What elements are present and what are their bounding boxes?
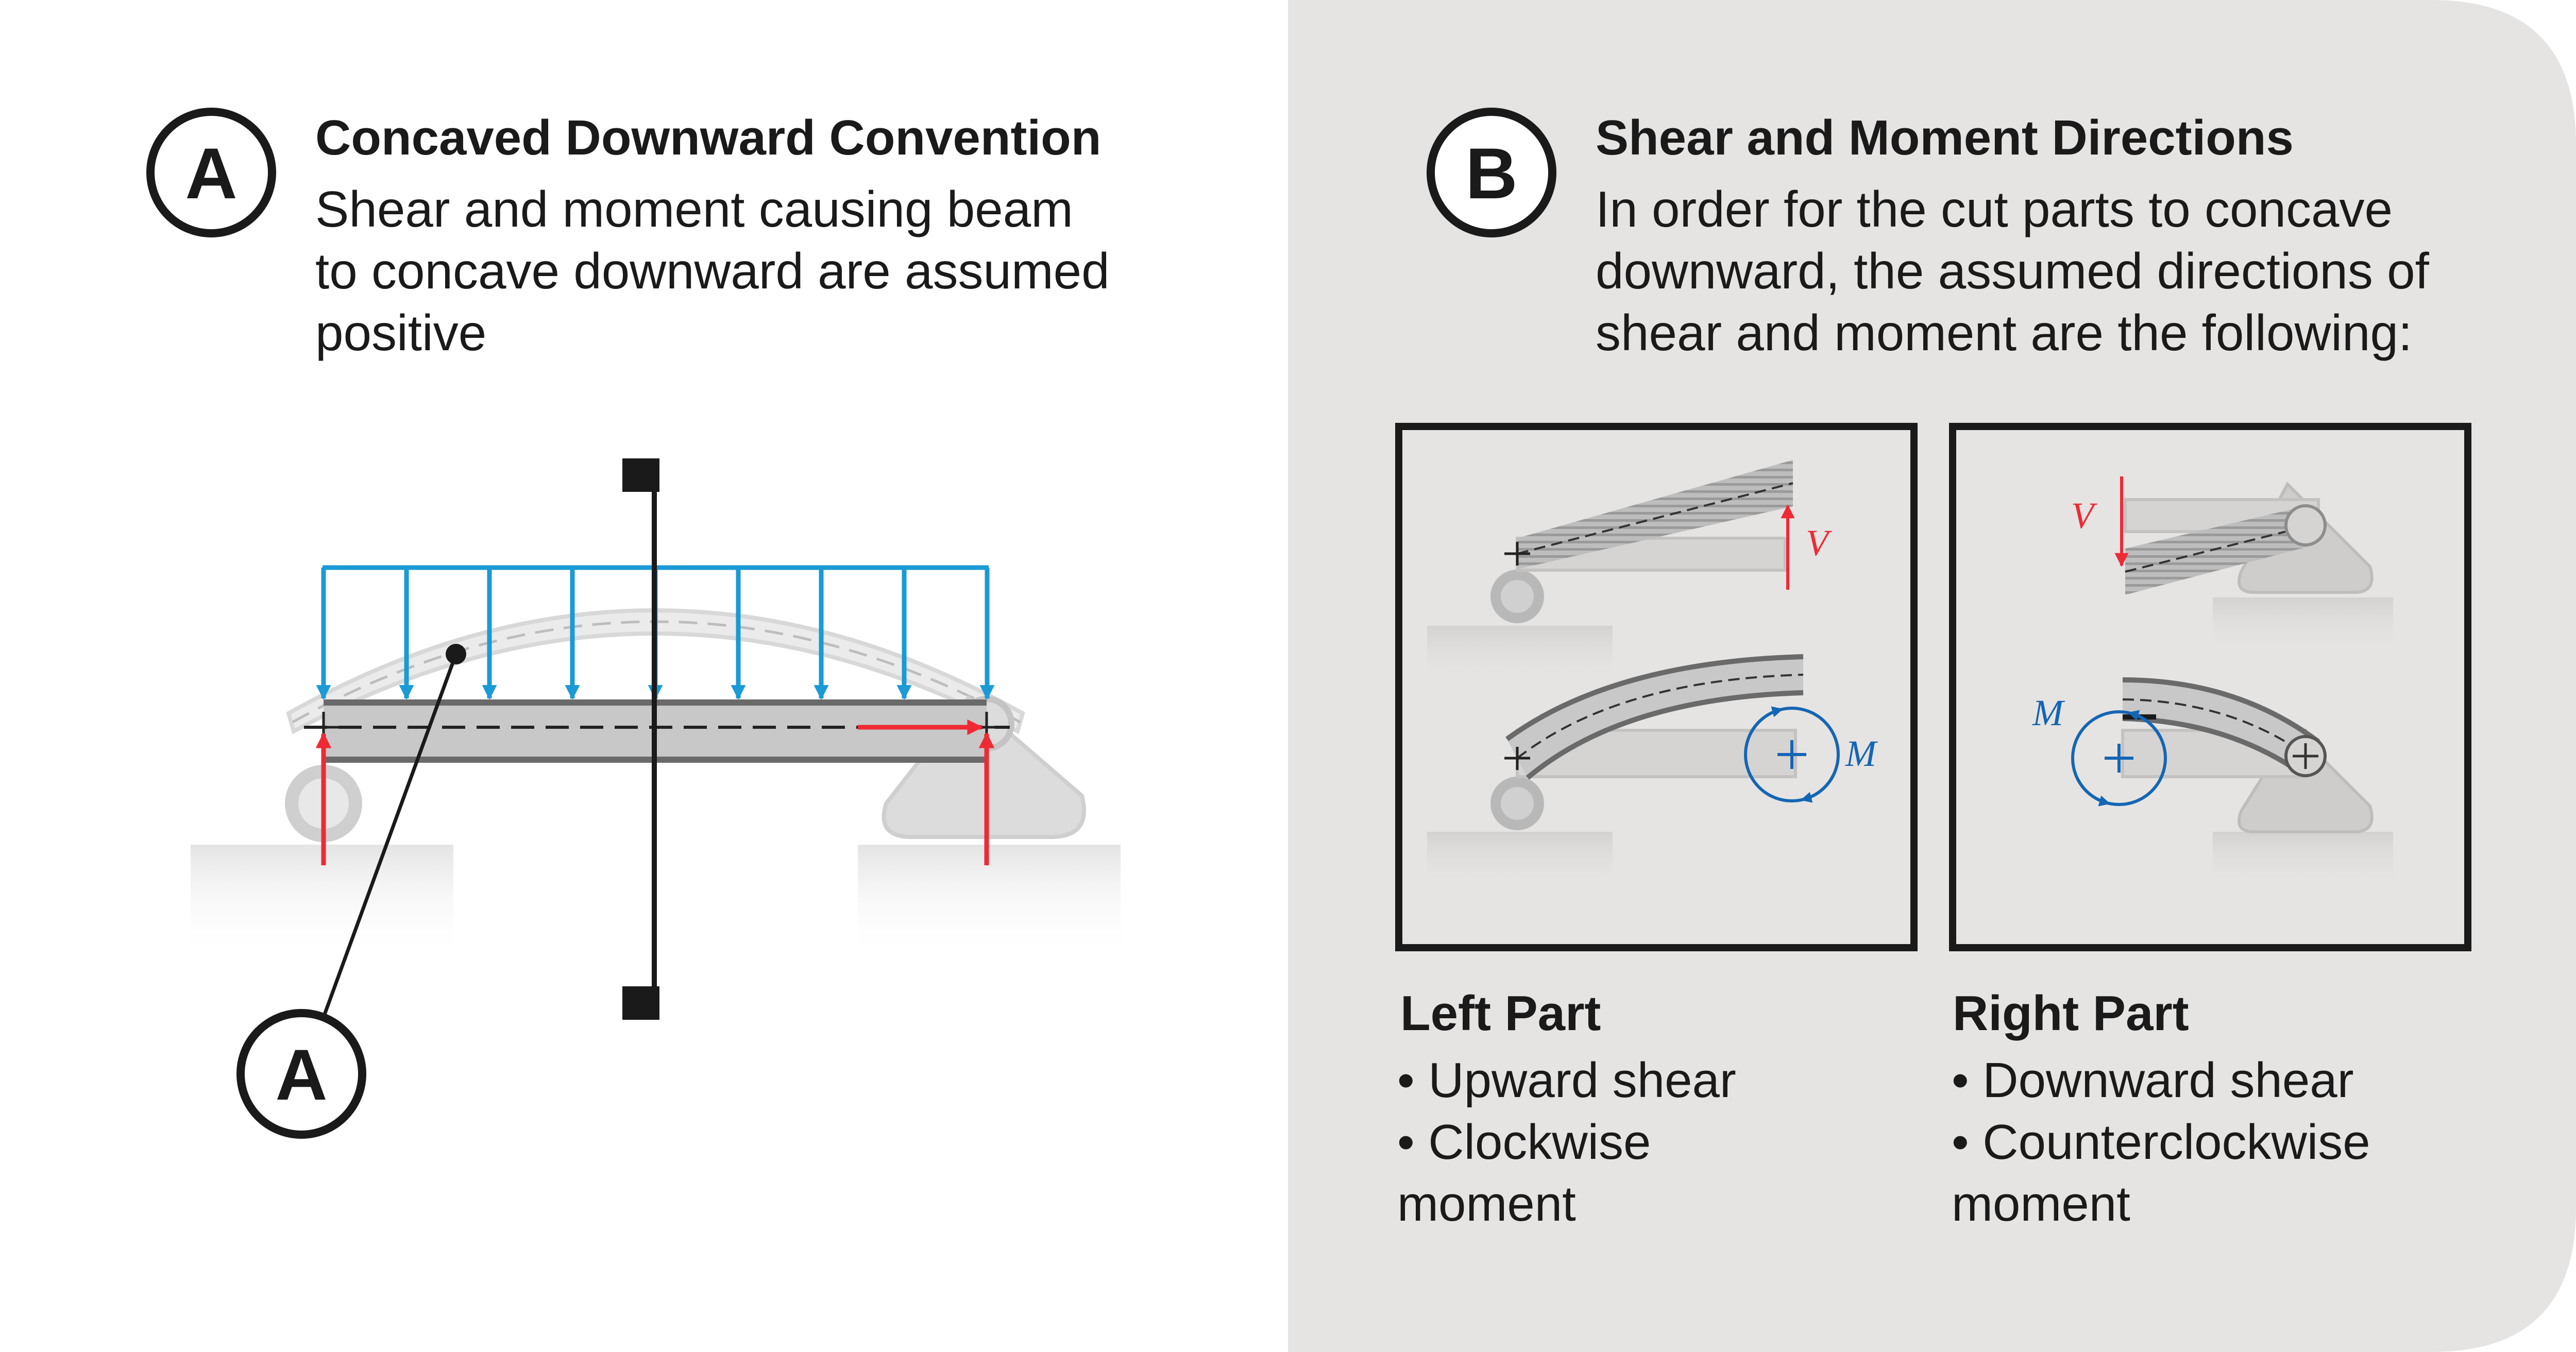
right-part-title: Right Part xyxy=(1953,986,2189,1041)
section-a-text-line-2: to concave downward are assumed xyxy=(315,243,1110,299)
left-part-beam-centerline xyxy=(1516,674,1804,759)
cutting-plane-top-marker xyxy=(622,458,659,492)
left-part-moment-label: M xyxy=(1845,733,1878,774)
callout-badge xyxy=(236,1009,366,1139)
right-part-ground-top xyxy=(2213,597,2393,654)
left-part-beam-deflected-bottom xyxy=(1507,657,1803,778)
left-part-bullet-3: moment xyxy=(1397,1176,1576,1231)
left-part-moment-plus xyxy=(1777,740,1806,769)
right-part-beam-deflected-bottom xyxy=(2123,680,2318,773)
left-part-moment-arrow-bottom xyxy=(1800,775,1835,803)
right-part-pin-top xyxy=(2284,504,2327,546)
right-part-moment-circle xyxy=(2071,710,2167,806)
section-b-badge-letter: B xyxy=(1465,133,1517,214)
section-a-text-line-1: Shear and moment causing beam xyxy=(315,181,1073,237)
right-part-moment-plus xyxy=(2105,744,2133,773)
deflected-beam-shape xyxy=(286,608,1025,734)
section-a-text-line-3: positive xyxy=(315,304,486,361)
section-b-text-line-2: downward, the assumed directions of xyxy=(1596,243,2430,299)
section-a-beam-figure: A xyxy=(191,458,1121,1139)
left-part-roller-top xyxy=(1490,570,1544,623)
left-part-beam-deflected-top xyxy=(1517,460,1793,569)
cutting-plane-bottom-marker xyxy=(622,986,659,1020)
left-part-roller-bottom xyxy=(1490,777,1544,830)
section-b-text-line-1: In order for the cut parts to concave xyxy=(1596,181,2393,237)
left-part-bullet-1: • Upward shear xyxy=(1397,1053,1736,1108)
right-part-pin-support-bottom xyxy=(2238,726,2374,833)
section-a-badge xyxy=(146,108,276,237)
right-part-centerline-top xyxy=(2125,524,2311,573)
left-part-ground-top xyxy=(1427,626,1613,682)
right-part-beam-bottom-edge xyxy=(2122,716,2302,775)
callout-badge-letter: A xyxy=(275,1034,327,1115)
section-a-badge-letter: A xyxy=(185,133,237,214)
section-b-panel xyxy=(1288,0,2576,1352)
right-ground xyxy=(858,845,1121,958)
left-part-beam-bottom-edge xyxy=(1526,690,1804,780)
right-part-beam-top-edge xyxy=(2122,677,2320,744)
right-pin-support xyxy=(882,695,1086,839)
left-part-centerline-top xyxy=(1517,482,1793,555)
section-b-badge xyxy=(1427,108,1556,237)
right-part-moment-arrow-top xyxy=(2127,710,2162,738)
right-part-moment-label: M xyxy=(2032,692,2065,733)
left-part-bullet-2: • Clockwise xyxy=(1397,1115,1651,1170)
left-part-ground-bottom xyxy=(1427,832,1613,888)
right-part-bullet-1: • Downward shear xyxy=(1952,1053,2354,1108)
right-part-beam-deflected-top xyxy=(2125,505,2311,595)
left-part-moment-circle xyxy=(1744,707,1840,802)
right-part-pin-cross xyxy=(2293,743,2318,769)
section-b-text-line-3: shear and moment are the following: xyxy=(1596,304,2412,361)
left-part-beam-top-edge xyxy=(1505,654,1804,742)
right-part-moment-arrow-bottom xyxy=(2076,778,2111,807)
left-part-end-marker-top xyxy=(1504,542,1530,566)
callout-leader-line xyxy=(321,653,458,1018)
left-part-title: Left Part xyxy=(1400,986,1601,1041)
callout-leader-dot xyxy=(446,644,466,664)
left-part-box: V M xyxy=(1395,423,1918,951)
left-part-end-marker-bottom xyxy=(1504,747,1530,770)
right-part-box: V M xyxy=(1949,423,2471,951)
section-b-title: Shear and Moment Directions xyxy=(1596,110,2294,165)
right-part-ground-bottom xyxy=(2213,832,2393,888)
right-part-beam-centerline xyxy=(2122,698,2310,758)
right-part-bullet-2: • Counterclockwise xyxy=(1952,1115,2370,1170)
left-part-moment-arrow-top xyxy=(1749,706,1784,734)
right-part-shear-label: V xyxy=(2071,495,2097,536)
section-a-title: Concaved Downward Convention xyxy=(315,110,1101,165)
right-part-bullet-3: moment xyxy=(1952,1176,2130,1231)
left-part-shear-label: V xyxy=(1806,522,1832,563)
